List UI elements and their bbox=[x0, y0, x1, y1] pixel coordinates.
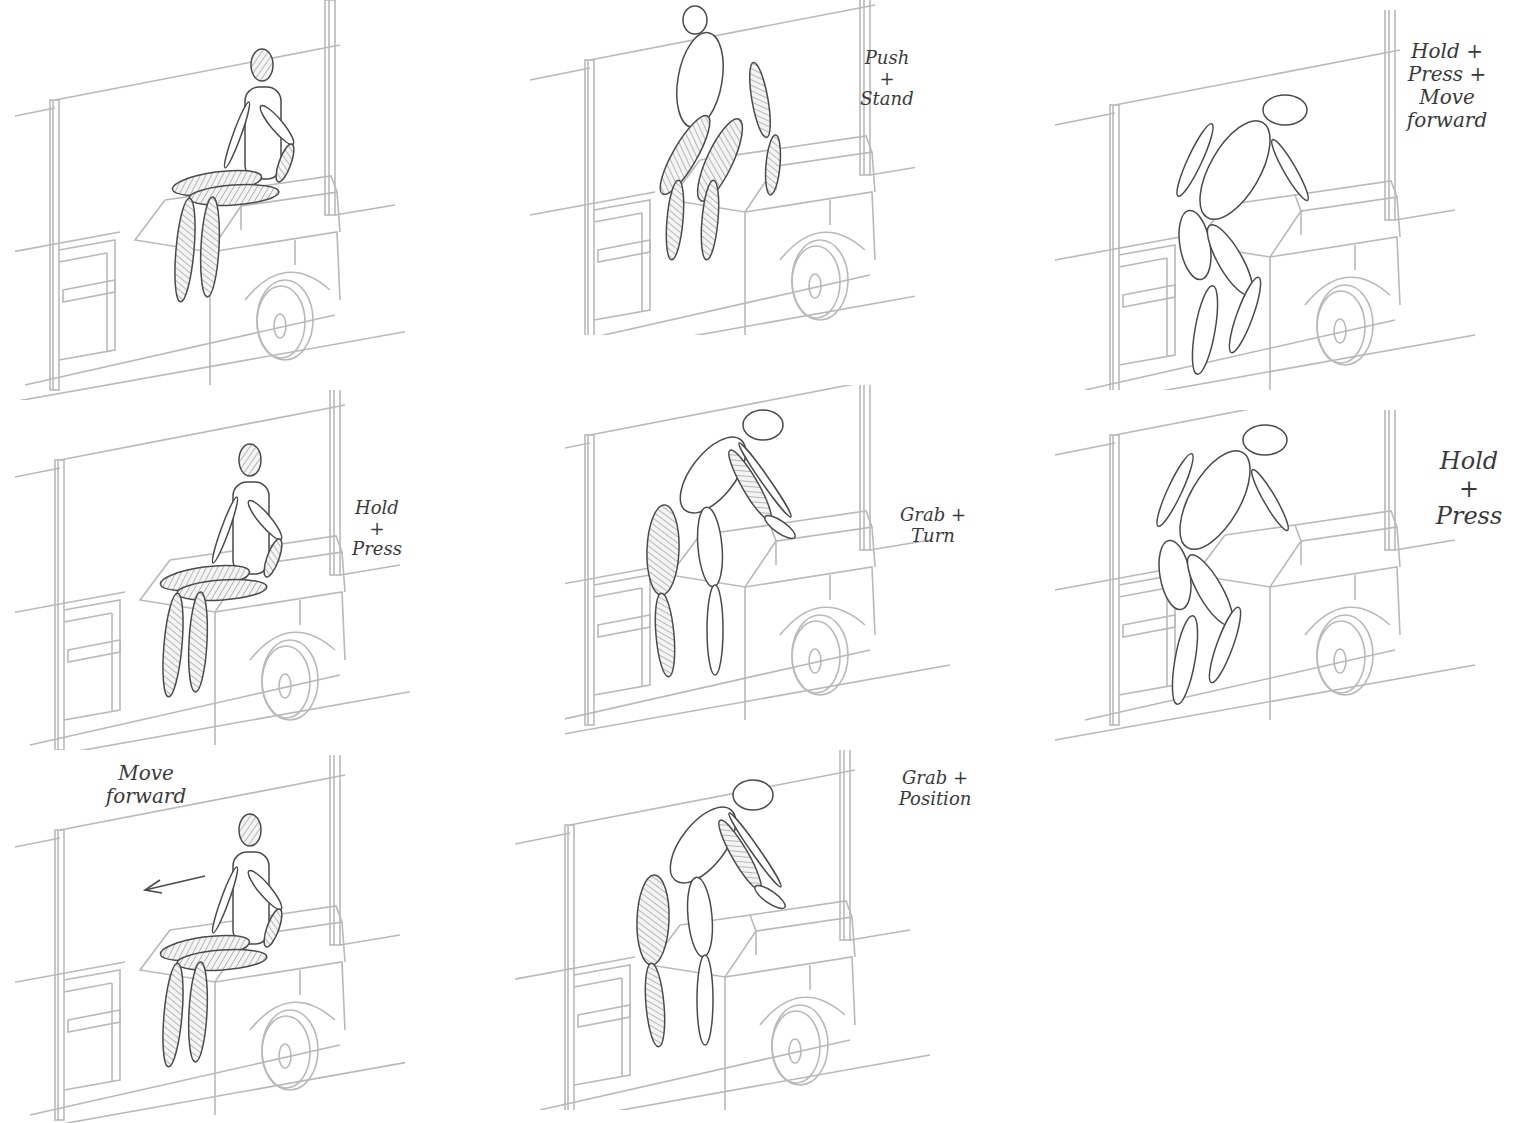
annotation-label: Grab + Turn bbox=[898, 505, 968, 546]
annotation-label: Hold + Press + Move forward bbox=[1405, 40, 1489, 132]
sketch-use bbox=[515, 750, 930, 1110]
sketch-use bbox=[1172, 95, 1313, 376]
panel-hold-press-standing bbox=[1055, 410, 1475, 740]
sketch-use bbox=[530, 0, 915, 335]
sketch-use bbox=[635, 780, 788, 1048]
direction-arrow bbox=[145, 876, 205, 893]
sketch-use bbox=[171, 49, 298, 303]
panel-grab-turn bbox=[565, 385, 950, 740]
panel-move-forward bbox=[15, 755, 405, 1123]
sketch-line bbox=[145, 876, 205, 890]
panel-hold-press bbox=[15, 390, 410, 750]
panel-seated bbox=[15, 0, 405, 400]
annotation-label: Hold + Press bbox=[350, 498, 404, 560]
annotation-label: Grab + Position bbox=[895, 768, 975, 809]
annotation-label: Push + Stand bbox=[858, 48, 916, 110]
sketch-use bbox=[15, 755, 405, 1123]
annotation-label: Move forward bbox=[100, 762, 192, 808]
sketch-use bbox=[15, 390, 410, 750]
panel-push-stand bbox=[530, 0, 915, 335]
sketch-use bbox=[159, 814, 286, 1068]
panel-grab-position bbox=[515, 750, 930, 1110]
annotation-label: Hold + Press bbox=[1432, 448, 1506, 531]
sketch-use bbox=[15, 0, 405, 400]
sketch-use bbox=[645, 410, 798, 678]
sketch-use bbox=[1055, 410, 1475, 740]
sketch-use bbox=[1152, 425, 1293, 706]
sketch-use bbox=[652, 6, 782, 261]
sketch-path bbox=[145, 880, 162, 893]
sketch-use bbox=[565, 385, 950, 740]
sketch-use bbox=[159, 444, 286, 698]
